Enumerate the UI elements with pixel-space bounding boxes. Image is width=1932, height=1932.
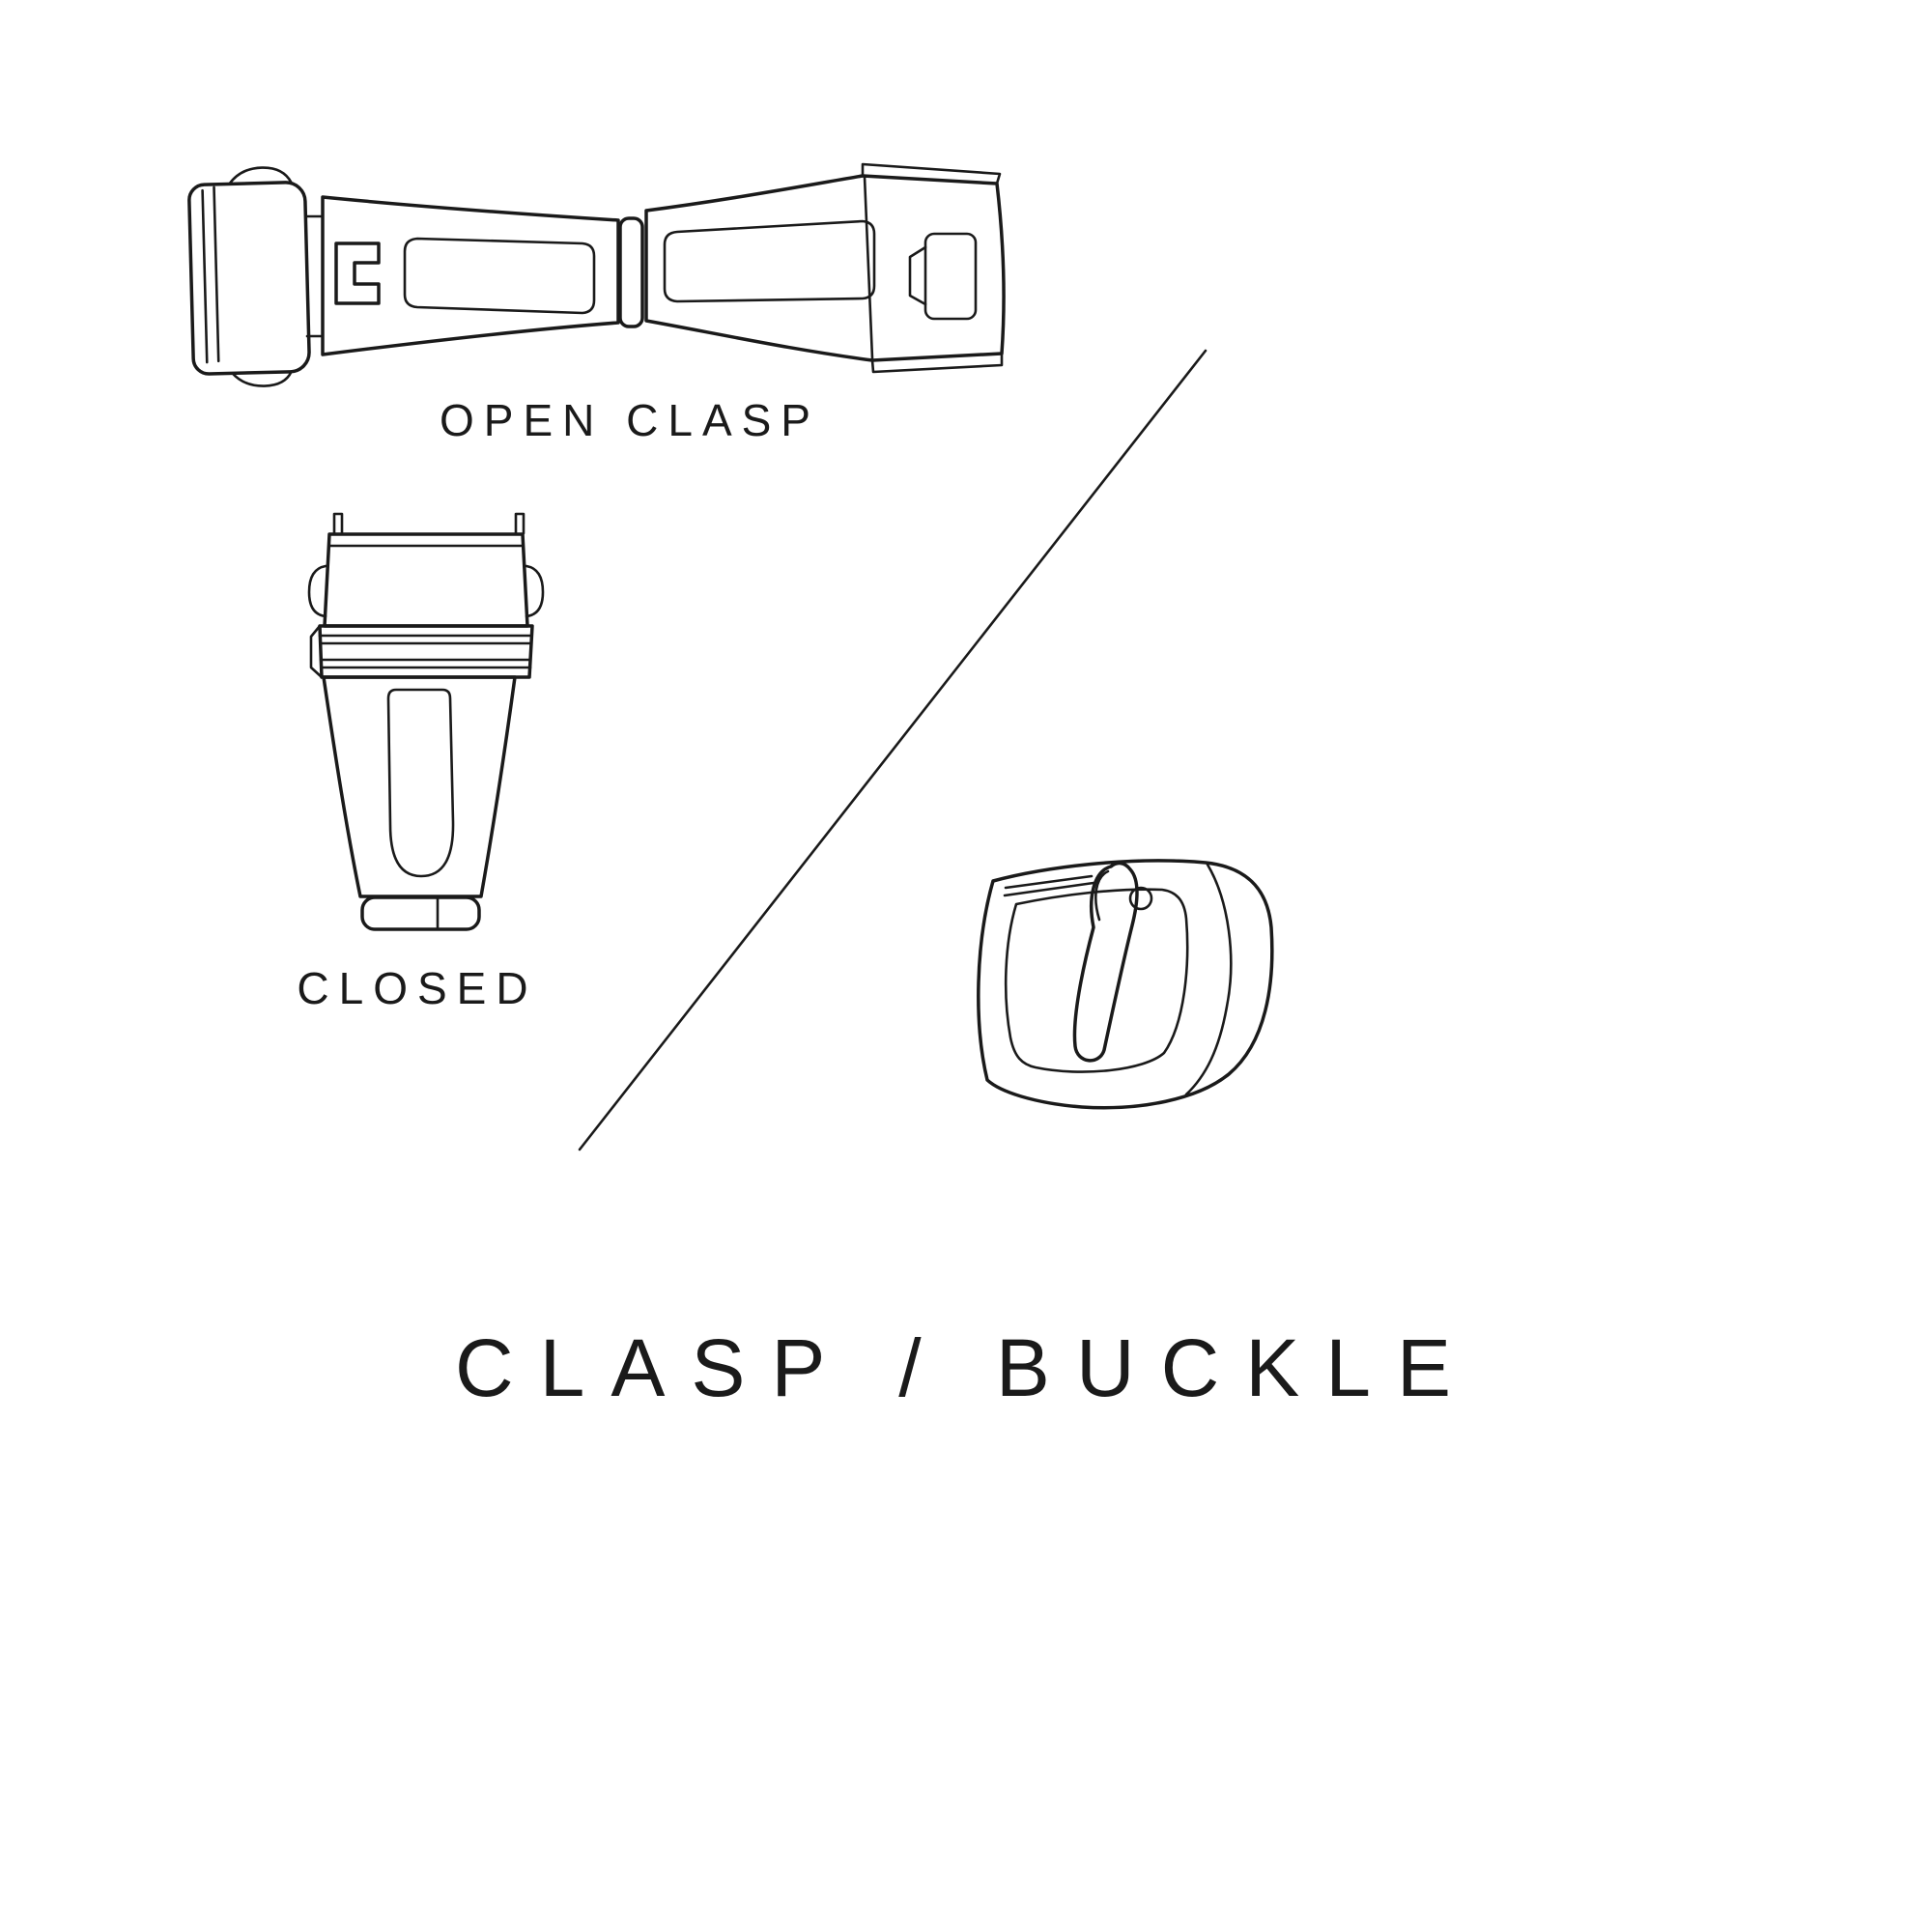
open-clasp-endcap (187, 166, 311, 387)
diagram-title: CLASP / BUCKLE (454, 1322, 1478, 1413)
tang-buckle-illustration (977, 859, 1274, 1110)
open-clasp-label: OPEN CLASP (440, 395, 820, 445)
divider-line (578, 349, 1208, 1151)
closed-clasp-label: CLOSED (297, 963, 538, 1013)
open-clasp-illustration (187, 162, 1006, 387)
closed-clasp-illustration (307, 512, 545, 931)
